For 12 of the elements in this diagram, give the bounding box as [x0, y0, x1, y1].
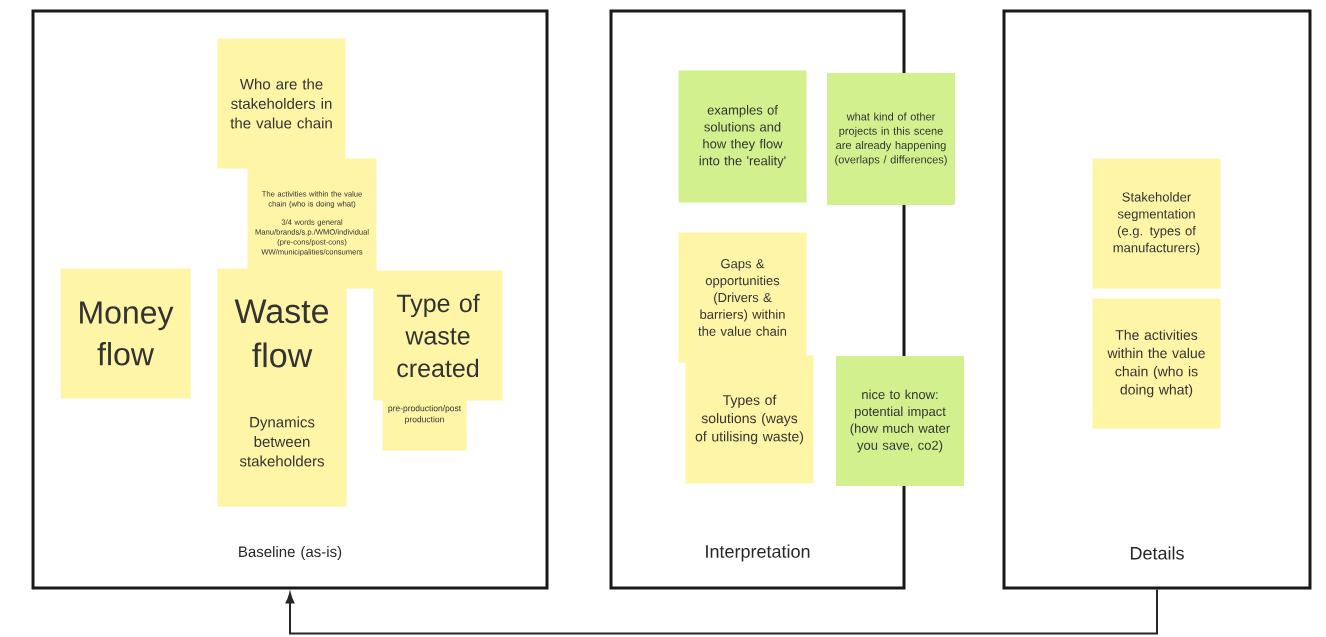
sticky-note: The activities within the value chain (who is doing what) [1092, 298, 1221, 429]
sticky-note: pre-production/post production [382, 378, 467, 451]
sticky-note: Gaps & opportunities (Drivers & barriers) within the value chain [678, 232, 807, 363]
sticky-note: examples of solutions and how they flow into the 'reality' [678, 70, 807, 203]
sticky-note: Stakeholder segmentation (e.g. types of manufacturers) [1092, 158, 1221, 289]
sticky-note: Money flow [60, 268, 191, 399]
sticky-note: Who are the stakeholders in the value chain [217, 38, 346, 169]
arrow [285, 588, 1158, 635]
sticky-note: Waste flow [217, 268, 347, 399]
sticky-note: what kind of other projects in this scene are already happening (overlaps / differences) [827, 73, 955, 205]
sticky-note: Types of solutions (ways of utilising waste) [685, 355, 814, 484]
sticky-note: nice to know: potential impact (how much water you save, co2) [836, 356, 964, 486]
